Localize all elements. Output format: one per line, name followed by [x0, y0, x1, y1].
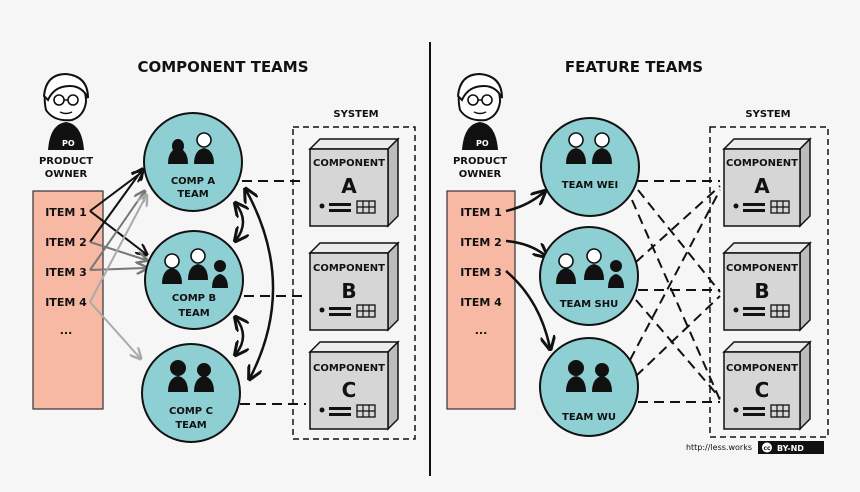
component-letter: A — [754, 174, 770, 198]
component-label: COMPONENT — [313, 158, 385, 169]
system-label: SYSTEM — [333, 109, 378, 120]
team-label-line1: TEAM SHU — [560, 299, 619, 310]
team-label-line1: COMP C — [169, 406, 213, 417]
component-box — [722, 241, 812, 332]
po-label-line1: PRODUCT — [453, 156, 507, 167]
section-title: FEATURE TEAMS — [565, 58, 703, 76]
component-label: COMPONENT — [313, 363, 385, 374]
backlog-item: ITEM 4 — [45, 296, 87, 309]
backlog-item: ITEM 3 — [45, 266, 87, 279]
team-circle — [539, 337, 639, 437]
backlog-item: ITEM 1 — [45, 206, 87, 219]
team-label-line2: TEAM — [177, 189, 208, 200]
component-teams-section: COMPONENT TEAMS PO PRODUCT OWNER ITEM 1 … — [32, 58, 416, 443]
backlog-item: ITEM 4 — [460, 296, 502, 309]
team-circle — [143, 112, 243, 212]
team-circle — [141, 343, 241, 443]
team-label-line1: COMP A — [171, 176, 216, 187]
component-label: COMPONENT — [726, 158, 798, 169]
section-title: COMPONENT TEAMS — [137, 58, 308, 76]
license-text: BY-ND — [777, 444, 804, 453]
team-label-line1: COMP B — [172, 293, 216, 304]
po-badge: PO — [62, 139, 75, 148]
backlog-arrows — [505, 192, 550, 348]
component-letter: B — [754, 279, 769, 303]
cc-mark: cc — [763, 445, 771, 452]
product-backlog — [446, 190, 516, 410]
po-label-line2: OWNER — [45, 169, 88, 180]
component-letter: A — [341, 174, 357, 198]
system-boundary — [292, 126, 416, 440]
product-owner-icon: PO — [42, 72, 89, 150]
component-box — [308, 241, 400, 332]
component-letter: B — [341, 279, 356, 303]
feature-teams-section: FEATURE TEAMS PO PRODUCT OWNER ITEM 1 IT… — [446, 58, 829, 438]
team-label-line2: TEAM — [175, 420, 206, 431]
backlog-item: ITEM 3 — [460, 266, 502, 279]
dependency-lines — [240, 180, 306, 405]
team-label-line2: TEAM — [178, 308, 209, 319]
component-label: COMPONENT — [726, 263, 798, 274]
component-letter: C — [755, 378, 770, 402]
license-footer: http://less.works cc BY-ND — [686, 441, 824, 454]
source-url: http://less.works — [686, 443, 752, 452]
backlog-item: ITEM 2 — [460, 236, 502, 249]
backlog-arrows — [89, 170, 146, 358]
backlog-item: ... — [60, 324, 73, 337]
dependency-lines — [629, 180, 721, 403]
system-boundary — [709, 126, 829, 438]
po-label-line1: PRODUCT — [39, 156, 93, 167]
team-circle — [539, 226, 639, 326]
team-circle — [144, 230, 244, 330]
po-label-line2: OWNER — [459, 169, 502, 180]
license-badge — [758, 441, 824, 454]
component-label: COMPONENT — [313, 263, 385, 274]
component-label: COMPONENT — [726, 363, 798, 374]
product-owner-icon: PO — [456, 72, 503, 150]
po-badge: PO — [476, 139, 489, 148]
component-box — [308, 137, 400, 228]
backlog-item: ... — [475, 324, 488, 337]
component-letter: C — [342, 378, 357, 402]
team-label-line1: TEAM WU — [562, 412, 616, 423]
component-box — [722, 340, 812, 431]
backlog-item: ITEM 2 — [45, 236, 87, 249]
component-box — [722, 137, 812, 228]
team-label-line1: TEAM WEI — [562, 180, 618, 191]
backlog-item: ITEM 1 — [460, 206, 502, 219]
coordination-arrows — [236, 190, 275, 378]
component-box — [308, 340, 400, 431]
cc-icon — [762, 442, 772, 453]
system-label: SYSTEM — [745, 109, 790, 120]
team-circle — [540, 117, 640, 217]
